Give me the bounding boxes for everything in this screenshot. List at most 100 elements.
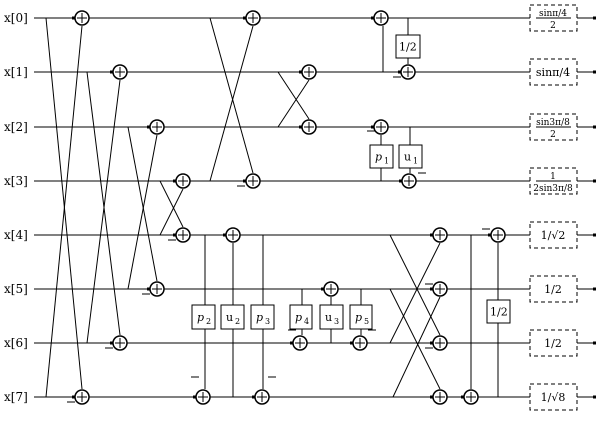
adder-icon <box>147 119 165 135</box>
output-scale: 1/2 <box>544 337 562 350</box>
box-subscript: 5 <box>364 317 369 326</box>
adder-icon <box>290 335 308 351</box>
box-label: u <box>404 151 411 164</box>
input-dot <box>223 233 226 237</box>
output-arrow-icon <box>593 233 596 237</box>
box-label: p <box>355 311 362 324</box>
output-scale-box-3: 1 2sin3π/8 <box>529 167 578 195</box>
wire <box>127 134 158 290</box>
adder-icon <box>299 119 317 135</box>
box-label: p <box>256 311 263 324</box>
dashed-box <box>529 58 578 86</box>
output-scale: sinπ/4 <box>536 66 570 79</box>
output-numerator: sinπ/4 <box>539 9 567 19</box>
output-numerator: 1 <box>550 172 556 182</box>
wire <box>277 79 310 128</box>
wire <box>389 234 441 336</box>
wire <box>277 71 310 120</box>
adder-icon <box>321 281 339 297</box>
input-dot <box>147 287 150 291</box>
box-label: u <box>325 311 332 324</box>
box-subscript: 2 <box>235 317 240 326</box>
output-arrow-icon <box>593 125 596 129</box>
adder-icon <box>398 64 416 80</box>
adder-icon <box>430 389 448 405</box>
input-dot <box>193 395 196 399</box>
input-dot <box>72 16 75 20</box>
output-denominator: 2 <box>550 130 556 140</box>
input-label: x[2] <box>4 120 28 134</box>
box-frame <box>319 304 344 330</box>
input-dot <box>321 287 324 291</box>
output-arrow-icon <box>593 16 596 20</box>
adder-icon <box>72 389 90 405</box>
wires <box>34 16 596 399</box>
wire <box>209 25 254 182</box>
input-label: x[0] <box>4 11 28 25</box>
adder-icon <box>110 64 128 80</box>
input-dot <box>399 179 402 183</box>
input-dot <box>147 125 150 129</box>
output-scale-box-0: sinπ/4 2 <box>529 4 578 32</box>
wire <box>86 71 121 336</box>
input-dot <box>243 16 246 20</box>
adder-icon <box>110 335 128 351</box>
dashed-box <box>529 329 578 357</box>
input-dot <box>461 395 464 399</box>
input-dot <box>430 395 433 399</box>
input-dot <box>371 16 374 20</box>
input-dot <box>110 341 113 345</box>
wire <box>45 17 83 390</box>
input-dot <box>173 233 176 237</box>
adder-icon <box>461 389 479 405</box>
input-dot <box>430 287 433 291</box>
output-scale-box-5: 1/2 <box>529 275 578 303</box>
input-dot <box>110 70 113 74</box>
box-subscript: 1 <box>413 157 418 166</box>
input-dot <box>430 341 433 345</box>
wire <box>159 188 184 236</box>
input-label: x[3] <box>4 174 28 188</box>
output-numerator: sin3π/8 <box>536 118 570 128</box>
box-frame <box>349 304 373 330</box>
input-dot <box>430 233 433 237</box>
output-scale: 1/2 <box>544 283 562 296</box>
adder-icon <box>371 119 389 135</box>
output-denominator: 2 <box>550 21 556 31</box>
output-scale-box-6: 1/2 <box>529 329 578 357</box>
input-dot <box>350 341 353 345</box>
box-frame <box>486 299 511 324</box>
adder-icon <box>243 10 261 26</box>
input-label: x[7] <box>4 390 28 404</box>
output-denominator: 2sin3π/8 <box>533 184 573 194</box>
adder-icon <box>72 10 90 26</box>
box-subscript: 4 <box>304 317 309 326</box>
adder-icon <box>430 335 448 351</box>
box-frame <box>250 304 275 330</box>
wire <box>45 25 83 398</box>
box-label: 1/2 <box>399 41 417 54</box>
output-arrow-icon <box>593 70 596 74</box>
lifting-box-half_top: 1/2 <box>395 34 421 59</box>
adder-icon <box>147 281 165 297</box>
box-label: p <box>375 151 382 164</box>
input-dot <box>398 70 401 74</box>
box-label: p <box>197 311 204 324</box>
input-dot <box>72 395 75 399</box>
output-scale: 1/√8 <box>541 391 566 404</box>
box-subscript: 3 <box>265 317 270 326</box>
adder-icon <box>399 173 417 189</box>
dashed-box <box>529 221 578 249</box>
input-dot <box>243 179 246 183</box>
input-label: x[6] <box>4 336 28 350</box>
input-dot <box>299 125 302 129</box>
box-frame <box>395 34 421 59</box>
adder-icon <box>430 227 448 243</box>
box-label: 1/2 <box>490 306 508 319</box>
